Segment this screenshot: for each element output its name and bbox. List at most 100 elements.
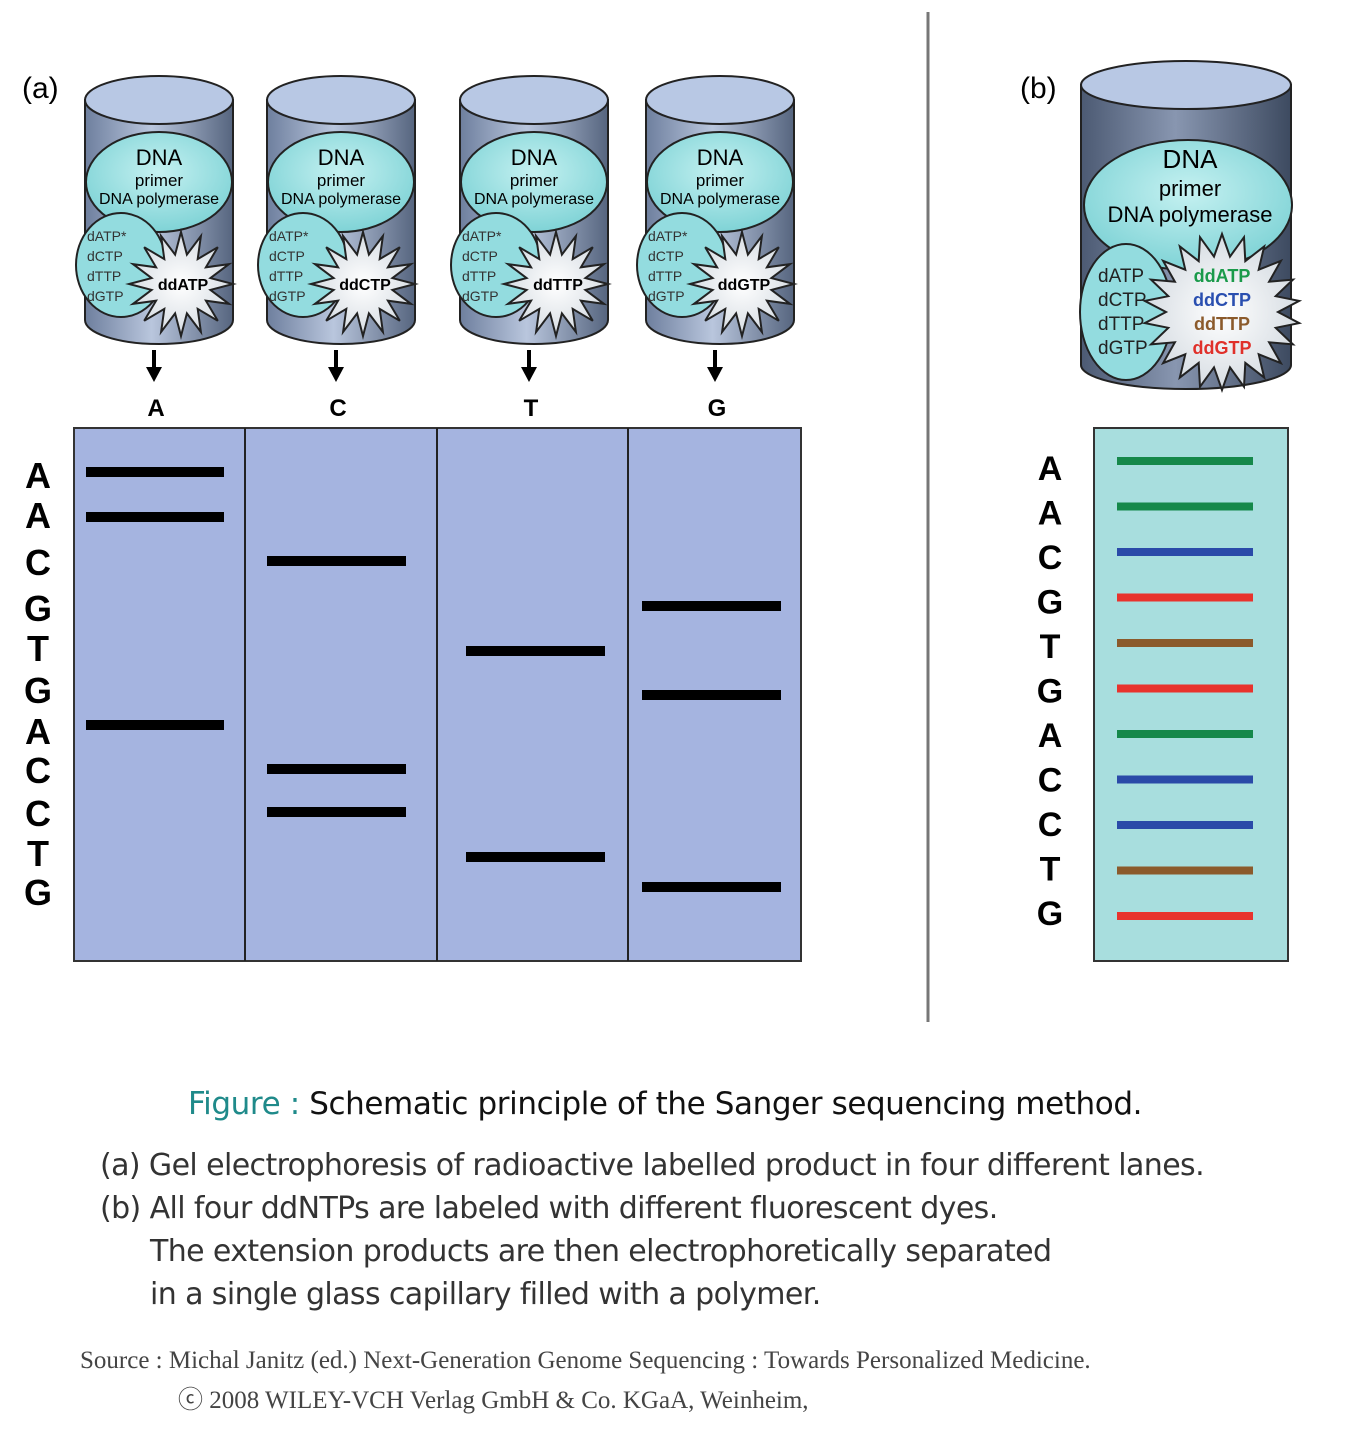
sequence-letter: G xyxy=(1037,673,1063,711)
dntp-label: dTTP xyxy=(1098,314,1144,335)
panel-a-label: (a) xyxy=(22,72,59,105)
dntp-label: dGTP xyxy=(87,288,124,304)
polymerase-label: DNA polymerase xyxy=(281,191,401,208)
gel-band-c xyxy=(267,807,406,817)
sequence-letter: C xyxy=(1038,762,1063,800)
primer-label: primer xyxy=(510,171,559,190)
sequence-letter: T xyxy=(27,628,49,669)
sequence-letter: T xyxy=(1040,851,1061,889)
dntp-label: dTTP xyxy=(87,268,121,284)
gel-band-a xyxy=(86,512,224,522)
gel-a xyxy=(73,427,802,962)
caption-title: Figure : Schematic principle of the Sang… xyxy=(188,1086,1142,1122)
dntp-label: dTTP xyxy=(462,268,496,284)
capillary-band-g xyxy=(1117,684,1253,693)
lane-letter: C xyxy=(329,395,346,422)
dntp-label: dTTP xyxy=(269,268,303,284)
sequence-letter: C xyxy=(25,793,51,834)
dntp-label: dCTP xyxy=(648,248,684,264)
dntp-label: dATP xyxy=(1098,266,1144,287)
ddntp-star xyxy=(686,228,798,340)
capillary-band-t xyxy=(1117,866,1253,875)
sequence-letter: A xyxy=(1038,717,1063,755)
gel-band-a xyxy=(86,467,224,477)
lane-letter: G xyxy=(708,395,727,422)
primer-label: primer xyxy=(317,171,366,190)
gel-band-g xyxy=(642,882,781,892)
primer-label: primer xyxy=(135,171,184,190)
dntp-label: dGTP xyxy=(462,288,499,304)
capillary-band-g xyxy=(1117,912,1253,920)
sequence-letter: G xyxy=(1037,895,1063,933)
gel-band-g xyxy=(642,601,781,611)
sequence-letter: T xyxy=(1040,628,1061,666)
caption-line-b: (b) All four ddNTPs are labeled with dif… xyxy=(100,1191,998,1226)
sequence-letter: C xyxy=(1038,806,1063,844)
sequence-letter: G xyxy=(1037,584,1063,622)
ddntp-star xyxy=(1141,231,1303,393)
sequence-letter: A xyxy=(25,495,51,536)
primer-label: primer xyxy=(1159,176,1221,201)
ddntp-label: ddCTP xyxy=(339,277,391,294)
panel-b-label: (b) xyxy=(1020,72,1057,105)
dna-label: DNA xyxy=(318,145,365,170)
polymerase-label: DNA polymerase xyxy=(660,191,780,208)
caption-figure-word: Figure : xyxy=(188,1086,300,1122)
caption-line-a: (a) Gel electrophoresis of radioactive l… xyxy=(100,1148,1205,1183)
lane-letter: A xyxy=(147,395,164,422)
dna-label: DNA xyxy=(697,145,744,170)
dntp-label: dATP* xyxy=(87,228,127,244)
ddntp-label: ddGTP xyxy=(1193,338,1252,358)
dntp-label: dCTP xyxy=(269,248,305,264)
sequence-letter: C xyxy=(25,750,51,791)
polymerase-label: DNA polymerase xyxy=(99,191,219,208)
ddntp-label: ddATP xyxy=(1194,266,1251,286)
gel-band-a xyxy=(86,720,224,730)
capillary-band-c xyxy=(1117,775,1253,784)
primer-label: primer xyxy=(696,171,745,190)
ddntp-label: ddTTP xyxy=(1194,314,1250,334)
sequence-letter: A xyxy=(25,711,51,752)
sequence-letter: G xyxy=(24,670,52,711)
capillary-band-g xyxy=(1117,593,1253,602)
dntp-label: dATP* xyxy=(462,228,502,244)
sequence-letter: C xyxy=(1038,539,1063,577)
capillary-band-c xyxy=(1117,821,1253,829)
gel-band-c xyxy=(267,764,406,774)
dntp-label: dATP* xyxy=(269,228,309,244)
capillary-b xyxy=(1093,427,1289,962)
dntp-label: dCTP xyxy=(87,248,123,264)
sequence-letter: A xyxy=(1038,450,1063,488)
dna-label: DNA xyxy=(1163,144,1219,174)
gel-band-c xyxy=(267,556,406,566)
dntp-label: dGTP xyxy=(1098,338,1148,359)
ddntp-star xyxy=(500,228,612,340)
ddntp-label: ddATP xyxy=(158,277,209,294)
ddntp-label: ddCTP xyxy=(1193,290,1251,310)
ddntp-label: ddGTP xyxy=(718,277,771,294)
sequence-letter: C xyxy=(25,542,51,583)
dntp-label: dGTP xyxy=(648,288,685,304)
dntp-label: dATP* xyxy=(648,228,688,244)
capillary-band-c xyxy=(1117,548,1253,556)
dntp-label: dGTP xyxy=(269,288,306,304)
capillary-band-a xyxy=(1117,457,1253,465)
lane-letter: T xyxy=(524,395,539,422)
dna-label: DNA xyxy=(511,145,558,170)
sequence-letter: T xyxy=(27,833,49,874)
sequence-letter: A xyxy=(1038,495,1063,533)
source-line-1: Source : Michal Janitz (ed.) Next-Genera… xyxy=(80,1347,1091,1374)
sequence-letter: G xyxy=(24,588,52,629)
sequence-letter: A xyxy=(25,455,51,496)
gel-band-t xyxy=(466,646,605,656)
polymerase-label: DNA polymerase xyxy=(474,191,594,208)
dna-label: DNA xyxy=(136,145,183,170)
